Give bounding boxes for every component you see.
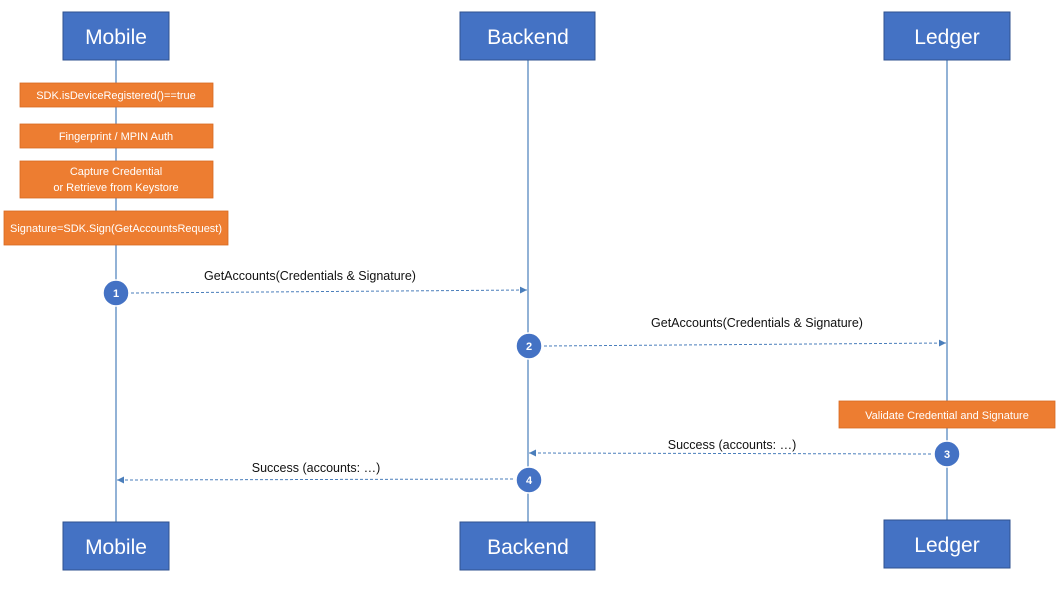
validate-action: Validate Credential and Signature <box>838 400 1056 429</box>
ledger-actor-bottom-label: Ledger <box>914 534 979 557</box>
step-1-marker: 1 <box>102 279 130 307</box>
backend-actor-bottom-label: Backend <box>487 536 569 559</box>
capture-credential-action-line2: or Retrieve from Keystore <box>53 182 178 194</box>
message-3-arrow <box>528 449 932 457</box>
ledger-actor-bottom: Ledger <box>883 519 1011 569</box>
mobile-actor-top-label: Mobile <box>85 26 147 49</box>
capture-credential-action-line1: Capture Credential <box>70 166 162 178</box>
mobile-actor-bottom: Mobile <box>62 521 170 571</box>
backend-actor-top: Backend <box>459 11 596 61</box>
mobile-actor-top: Mobile <box>62 11 170 61</box>
step-2-marker: 2 <box>515 332 543 360</box>
step-3-marker: 3 <box>933 440 961 468</box>
validate-action-label: Validate Credential and Signature <box>865 410 1029 422</box>
message-2-arrow <box>543 339 947 347</box>
step-2-number: 2 <box>526 341 532 353</box>
message-4-label: Success (accounts: …) <box>252 461 381 475</box>
auth-action-label: Fingerprint / MPIN Auth <box>59 131 173 143</box>
device-registered-action: SDK.isDeviceRegistered()==true <box>19 82 214 108</box>
step-4-marker: 4 <box>515 466 543 494</box>
step-4-number: 4 <box>526 475 533 487</box>
backend-actor-top-label: Backend <box>487 26 569 49</box>
auth-action: Fingerprint / MPIN Auth <box>19 123 214 149</box>
message-1-arrow <box>130 286 528 294</box>
message-1-label: GetAccounts(Credentials & Signature) <box>204 269 416 283</box>
step-3-number: 3 <box>944 449 950 461</box>
sign-action-label: Signature=SDK.Sign(GetAccountsRequest) <box>10 223 222 235</box>
capture-credential-action: Capture Credential or Retrieve from Keys… <box>19 160 214 199</box>
mobile-actor-bottom-label: Mobile <box>85 536 147 559</box>
device-registered-action-label: SDK.isDeviceRegistered()==true <box>36 90 196 102</box>
backend-actor-bottom: Backend <box>459 521 596 571</box>
ledger-actor-top-label: Ledger <box>914 26 979 49</box>
ledger-actor-top: Ledger <box>883 11 1011 61</box>
step-1-number: 1 <box>113 288 119 300</box>
message-3-label: Success (accounts: …) <box>668 438 797 452</box>
message-2-label: GetAccounts(Credentials & Signature) <box>651 316 863 330</box>
message-4-arrow <box>116 476 514 484</box>
sign-action: Signature=SDK.Sign(GetAccountsRequest) <box>3 210 229 246</box>
